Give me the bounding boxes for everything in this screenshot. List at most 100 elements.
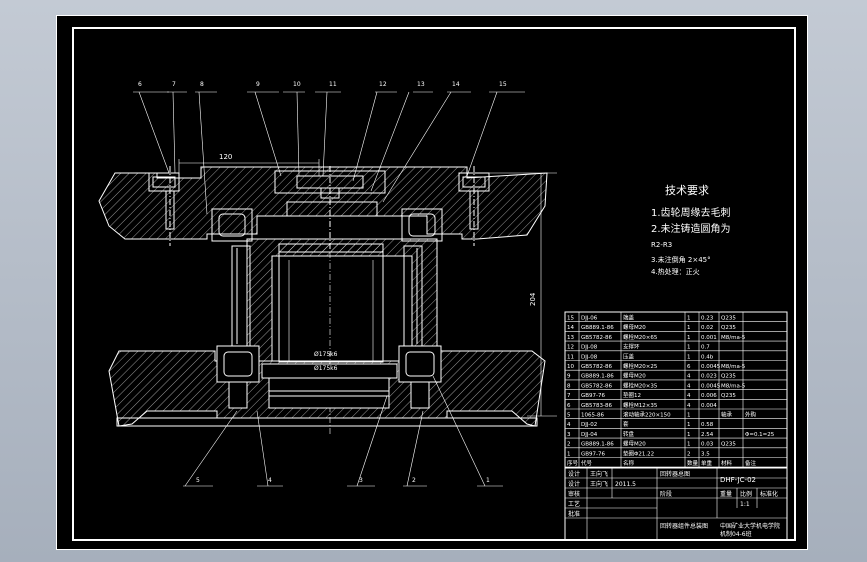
part-no-15: 15 xyxy=(499,81,507,88)
bom-cell: GB5782-86 xyxy=(581,364,613,370)
drawing-sheet: 120 204 Ø175k6 Ø175k6 6 7 8 9 10 11 12 1… xyxy=(56,15,808,550)
dim-dia-2: Ø175k6 xyxy=(314,365,338,372)
bom-cell: 螺栓M20×35 xyxy=(623,381,658,389)
dim-height-label: 204 xyxy=(529,292,537,306)
bom-cell: 1 xyxy=(687,325,691,331)
bom-cell: 9 xyxy=(567,374,571,380)
bom-cell: Q235 xyxy=(721,442,736,448)
part-numbers-bottom: 5 4 3 2 1 xyxy=(196,477,490,484)
bom-cell: 1 xyxy=(687,432,691,438)
bom-cell: 0.7 xyxy=(701,345,710,351)
tb-r3d: 重量 xyxy=(720,490,732,498)
bom-cell: M8/ma-5 xyxy=(721,364,746,370)
bom-cell: 螺栓M20×25 xyxy=(623,362,658,370)
cad-drawing: 120 204 Ø175k6 Ø175k6 6 7 8 9 10 11 12 1… xyxy=(72,27,796,541)
bom-cell: GB5783-86 xyxy=(581,403,613,409)
bom-cell: 12 xyxy=(567,345,574,351)
bom-cell: 7 xyxy=(567,393,571,399)
tb-r3f: 标准化 xyxy=(760,490,778,498)
bom-cell: M8/ma-5 xyxy=(721,335,746,341)
tb-r2b: 王向飞 xyxy=(590,480,608,488)
tb-r1c: 回转器总图 xyxy=(660,470,690,478)
part-no-14: 14 xyxy=(452,81,460,88)
bom-cell: 螺母M20 xyxy=(623,440,646,448)
bom-cell: 5 xyxy=(567,413,571,419)
bom-cell: 螺栓M20×65 xyxy=(623,333,658,341)
tb-r5b: 回转器组件总装图 xyxy=(660,522,708,530)
turntable xyxy=(116,363,538,427)
bom-cell: 1065-86 xyxy=(581,413,604,419)
right-bolt xyxy=(458,166,490,246)
bom-cell: 螺栓M12×35 xyxy=(623,401,658,409)
bom-cell: 0.58 xyxy=(701,422,714,428)
bom-cell: Q235 xyxy=(721,393,736,399)
bom-header-cell: 材料 xyxy=(721,459,733,467)
bom-cell: Φ=0.1=25 xyxy=(745,432,775,438)
title-block: 设计 王向飞 回转器总图 DHF-JC-02 设计 王向飞 2011.5 审核 … xyxy=(564,467,788,541)
tb-r1b: 王向飞 xyxy=(590,470,608,478)
bom-cell: GB889.1-86 xyxy=(581,374,614,380)
part-no-8: 8 xyxy=(200,81,204,88)
bom-cell: 0.4b xyxy=(701,354,714,360)
part-no-10: 10 xyxy=(293,81,301,88)
bom-cell: 1 xyxy=(687,442,691,448)
bom-cell: GB97-76 xyxy=(581,393,606,399)
inner-frame xyxy=(72,27,796,541)
bom-cell: 3 xyxy=(567,432,571,438)
bom-cell: 15 xyxy=(567,316,574,322)
bom-cell: 0.0045 xyxy=(701,364,721,370)
left-bolt xyxy=(148,166,180,246)
bom-cell: 1 xyxy=(687,316,691,322)
bom-cell: 4 xyxy=(687,403,691,409)
tb-r2a: 设计 xyxy=(568,480,580,488)
bom-cell: 3.5 xyxy=(701,451,710,457)
bom-cell: 0.23 xyxy=(701,316,714,322)
tb-r5d: 机制04-6班 xyxy=(720,530,752,538)
bom-cell: 0.006 xyxy=(701,393,717,399)
tb-r3c: 阶段 xyxy=(660,490,672,498)
bom-cell: GB97-76 xyxy=(581,451,606,457)
part-no-1: 1 xyxy=(486,477,490,484)
bom-cell: 轴承 xyxy=(721,411,733,419)
bom-header-cell: 备注 xyxy=(745,459,757,467)
tech-item-2: 2.未注铸造圆角为 xyxy=(651,222,731,235)
part-no-3: 3 xyxy=(359,477,363,484)
bom-cell: 套 xyxy=(623,420,629,428)
part-no-2: 2 xyxy=(412,477,416,484)
bom-cell: 螺母M20 xyxy=(623,372,646,380)
bom-cell: 4 xyxy=(687,383,691,389)
bom-cell: 0.001 xyxy=(701,335,717,341)
tech-item-4: 3.未注倒角 2×45° xyxy=(651,255,711,264)
bom-cell: 13 xyxy=(567,335,574,341)
part-no-4: 4 xyxy=(268,477,272,484)
bom-cell: 1 xyxy=(567,451,571,457)
bom-cell: 2.54 xyxy=(701,432,714,438)
tech-title: 技术要求 xyxy=(665,184,709,197)
dim-dia-1: Ø175k6 xyxy=(314,351,338,358)
bom-cell: 4 xyxy=(567,422,571,428)
tb-r5c: 中国矿业大学机电学院 xyxy=(720,522,780,530)
bom-cell: M8/ma-5 xyxy=(721,383,746,389)
bom-header-cell: 序号 xyxy=(567,459,579,467)
bom-cell: 转盘 xyxy=(623,430,635,438)
bom-cell: 外购 xyxy=(745,411,757,419)
dim-width xyxy=(178,159,320,176)
lower-bearing-left xyxy=(216,345,260,409)
part-no-12: 12 xyxy=(379,81,387,88)
tech-requirements: 技术要求 1.齿轮周缘去毛刺 2.未注铸造圆角为 R2-R3 3.未注倒角 2×… xyxy=(651,184,731,276)
bom-cell: DJJ-04 xyxy=(581,432,598,438)
center-insert xyxy=(274,166,386,251)
bom-cell: 4 xyxy=(687,374,691,380)
bom-cell: 10 xyxy=(567,364,574,370)
bom-cell: 1 xyxy=(687,354,691,360)
tech-item-3: R2-R3 xyxy=(651,241,672,249)
bom-cell: DJJ-06 xyxy=(581,316,598,322)
bom-cell: 14 xyxy=(567,325,574,331)
tb-r2c: 2011.5 xyxy=(615,481,636,488)
bom-cell: 6 xyxy=(567,403,571,409)
bom-cell: Q235 xyxy=(721,316,736,322)
bom-cell: 6 xyxy=(687,364,691,370)
bom-cell: 2 xyxy=(567,442,571,448)
dim-width-label: 120 xyxy=(219,153,232,161)
part-no-6: 6 xyxy=(138,81,142,88)
